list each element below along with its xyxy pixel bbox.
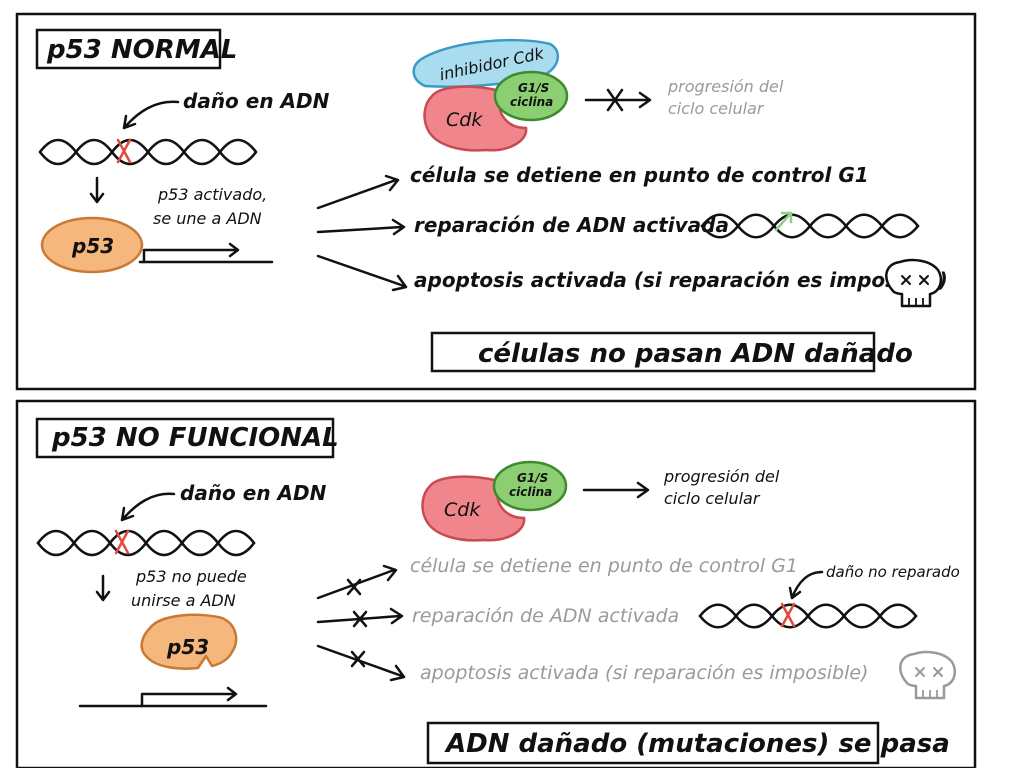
nonfunctional-arrow-repair-x [352, 610, 368, 628]
nonfunctional-damaged-dna [698, 603, 918, 629]
normal-outcome-apoptosis: apoptosis activada (si reparación es imp… [414, 268, 948, 292]
nonfunctional-unrepaired-label: daño no reparado [826, 563, 960, 581]
nonfunctional-cdk-label: Cdk [444, 499, 481, 521]
normal-p53-protein [40, 216, 144, 274]
normal-progression-label-line2: ciclo celular [668, 99, 765, 118]
normal-cyclin-label-line1: G1/S [518, 81, 549, 95]
nonfunctional-transcription-arrow [140, 686, 238, 708]
normal-outcome-arrest: célula se detiene en punto de control G1 [410, 163, 869, 187]
normal-damage-mark [116, 138, 132, 164]
nonfunctional-outcome-apoptosis: apoptosis activada (si reparación es imp… [420, 662, 868, 684]
normal-arrow-arrest [316, 174, 400, 210]
nonfunctional-damage-arrow [120, 492, 176, 522]
normal-progression-arrow [584, 91, 652, 109]
nonfunctional-binding-label-line2: unirse a ADN [131, 591, 236, 610]
normal-title: p53 NORMAL [46, 35, 237, 65]
nonfunctional-damage-mark [114, 529, 130, 555]
normal-summary-box [430, 331, 876, 373]
nonfunctional-progression-label-line1: progresión del [663, 467, 780, 486]
nonfunctional-summary-box [426, 721, 880, 765]
nonfunctional-p53-label: p53 [166, 635, 209, 659]
normal-damage-label: daño en ADN [183, 89, 330, 113]
nonfunctional-dna-helix [36, 529, 256, 557]
nonfunctional-arrow-arrest-x [346, 578, 362, 596]
normal-p53-label: p53 [71, 234, 114, 258]
nonfunctional-cyclin-label-line2: ciclina [509, 485, 552, 499]
nonfunctional-down-arrow [95, 574, 111, 602]
normal-progression-label-line1: progresión del [667, 77, 784, 96]
normal-repaired-dna [700, 213, 920, 239]
normal-cdk-protein [423, 85, 528, 152]
nonfunctional-cdk-protein [421, 475, 526, 542]
nonfunctional-cyclin-protein [492, 460, 568, 512]
normal-progression-block-x [606, 88, 624, 112]
normal-arrow-apoptosis [316, 254, 408, 292]
normal-outcome-repair: reparación de ADN activada [414, 213, 729, 237]
nonfunctional-binding-label-line1: p53 no puede [135, 567, 247, 586]
normal-activation-label-line2: se une a ADN [153, 209, 262, 228]
normal-down-arrow [89, 176, 105, 204]
nonfunctional-arrow-apoptosis-x [350, 650, 366, 668]
nonfunctional-summary: ADN dañado (mutaciones) se pasa [444, 729, 950, 759]
nonfunctional-cyclin-label-line1: G1/S [517, 471, 548, 485]
nonfunctional-p53-protein [140, 613, 238, 670]
normal-cyclin-protein [493, 70, 569, 122]
normal-dna-helix [38, 138, 258, 166]
normal-activation-label-line1: p53 activado, [157, 185, 267, 204]
normal-damage-arrow [122, 100, 180, 130]
nonfunctional-outcome-arrest: célula se detiene en punto de control G1 [410, 555, 798, 577]
nonfunctional-damage-label: daño en ADN [180, 481, 327, 505]
nonfunctional-title: p53 NO FUNCIONAL [51, 423, 339, 453]
normal-transcription-arrow [142, 242, 240, 264]
nonfunctional-dna-damage-mark [780, 602, 796, 628]
nonfunctional-progression-arrow [582, 481, 650, 499]
normal-cyclin-label-line2: ciclina [510, 95, 553, 109]
normal-skull-icon [885, 258, 942, 308]
nonfunctional-title-box [35, 417, 335, 459]
normal-summary: células no pasan ADN dañado [478, 339, 913, 369]
nonfunctional-outcome-repair: reparación de ADN activada [412, 605, 679, 627]
normal-arrow-repair [316, 218, 406, 236]
nonfunctional-skull-icon [899, 650, 956, 700]
normal-cdk-label: Cdk [446, 109, 483, 131]
normal-repair-arrow [774, 211, 793, 232]
nonfunctional-unrepaired-arrow [788, 570, 824, 600]
normal-title-box [35, 28, 222, 70]
nonfunctional-progression-label-line2: ciclo celular [664, 489, 761, 508]
